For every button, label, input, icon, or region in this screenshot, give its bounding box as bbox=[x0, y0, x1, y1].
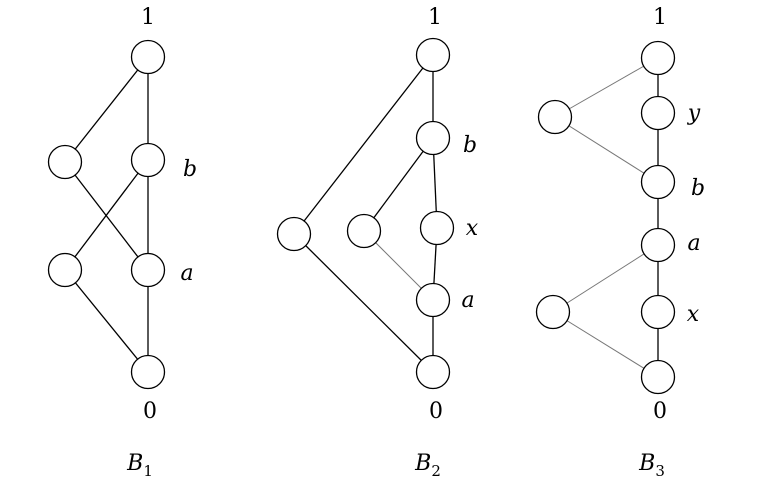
node-top bbox=[415, 37, 451, 73]
lattice-name: B3 bbox=[638, 451, 665, 480]
edge-b-l2 bbox=[363, 137, 434, 232]
node-b bbox=[415, 120, 451, 156]
node-top bbox=[130, 39, 166, 75]
edge-top-l1 bbox=[64, 56, 149, 163]
node-l1 bbox=[276, 216, 312, 252]
node-bottom bbox=[415, 354, 451, 390]
edge-lu-b bbox=[554, 116, 659, 183]
lattice-b3: y b a x 1 0B3 bbox=[535, 5, 705, 480]
node-label-x: x bbox=[687, 302, 700, 327]
node-l2 bbox=[47, 252, 83, 288]
lattice-name: B1 bbox=[126, 451, 153, 480]
node-a bbox=[415, 282, 451, 318]
edge-b-l2 bbox=[64, 159, 149, 271]
node-label-b: b bbox=[691, 176, 705, 201]
edge-top-lu bbox=[554, 57, 659, 118]
node-a bbox=[640, 227, 676, 263]
node-x bbox=[640, 294, 676, 330]
node-top bbox=[640, 40, 676, 76]
edge-top-l1 bbox=[293, 54, 434, 235]
edge-l2-bottom bbox=[64, 269, 149, 373]
node-b bbox=[640, 164, 676, 200]
node-lu bbox=[537, 99, 573, 135]
node-a bbox=[130, 252, 166, 288]
top-label: 1 bbox=[428, 5, 442, 30]
node-label-a: a bbox=[687, 231, 700, 256]
node-l1 bbox=[47, 144, 83, 180]
node-label-a: a bbox=[461, 288, 474, 313]
bottom-label: 0 bbox=[429, 399, 443, 424]
lattice-b1: b a 1 0B1 bbox=[47, 5, 197, 480]
node-ll bbox=[535, 294, 571, 330]
bottom-label: 0 bbox=[653, 399, 667, 424]
node-b bbox=[130, 142, 166, 178]
node-bottom bbox=[640, 359, 676, 395]
edge-a-ll bbox=[552, 244, 659, 313]
node-label-b: b bbox=[183, 157, 197, 182]
bottom-label: 0 bbox=[143, 399, 157, 424]
edge-l1-bottom bbox=[293, 233, 434, 373]
node-y bbox=[640, 95, 676, 131]
lattice-b2: b x a 1 0B2 bbox=[276, 5, 479, 480]
top-label: 1 bbox=[653, 5, 667, 30]
node-x bbox=[419, 210, 455, 246]
node-label-y: y bbox=[687, 101, 701, 126]
lattice-name: B2 bbox=[414, 451, 441, 480]
top-label: 1 bbox=[141, 5, 155, 30]
node-label-b: b bbox=[463, 133, 477, 158]
edge-ll-bottom bbox=[552, 311, 659, 378]
node-l2 bbox=[346, 213, 382, 249]
node-bottom bbox=[130, 354, 166, 390]
node-label-x: x bbox=[466, 216, 479, 241]
node-label-a: a bbox=[180, 261, 193, 286]
